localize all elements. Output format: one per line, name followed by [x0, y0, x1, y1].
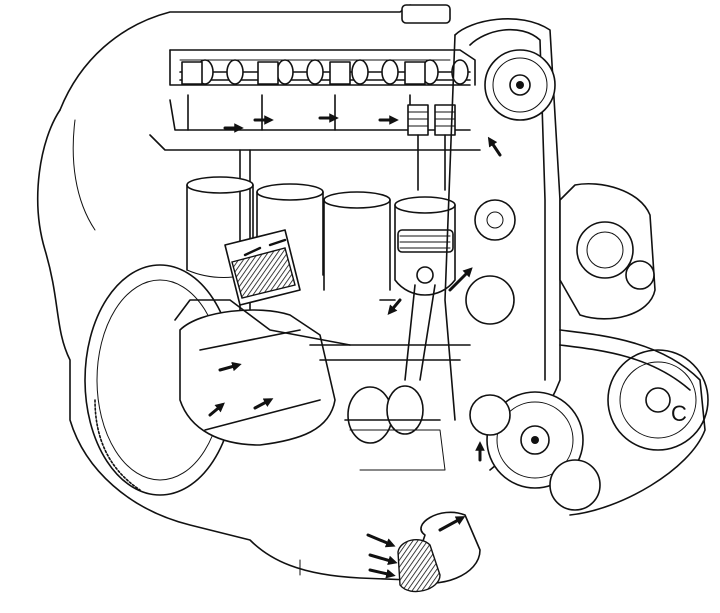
belt-tensioner	[465, 199, 516, 325]
oil-cooler	[174, 299, 351, 446]
crankshaft	[309, 344, 471, 471]
camshaft-pulley	[484, 49, 556, 121]
accessory-pulley	[607, 349, 709, 451]
accessory-belt	[559, 329, 706, 516]
cam-bearing-caps	[181, 61, 426, 85]
engine-block-outline	[37, 4, 441, 581]
callout-label-c: C	[671, 401, 687, 426]
piston	[394, 196, 456, 296]
camshaft	[179, 59, 471, 85]
connecting-rod	[379, 284, 436, 381]
crank-pulley	[469, 391, 601, 511]
oil-filter	[224, 229, 301, 306]
oil-pickup	[397, 511, 481, 593]
oil-flow-arrows	[208, 113, 502, 579]
valve-springs	[407, 104, 456, 191]
alternator	[559, 183, 656, 320]
